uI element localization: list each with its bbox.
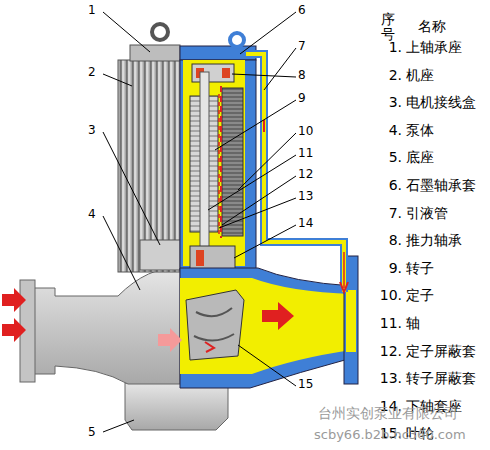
- callout-number: 1: [88, 4, 96, 17]
- callout-number: 5: [88, 426, 96, 439]
- part-number: 9.: [389, 261, 402, 276]
- callout-number: 2: [88, 66, 96, 79]
- table-header: 名称: [418, 19, 446, 34]
- callout-number: 4: [88, 208, 96, 221]
- callout-number: 12: [298, 168, 313, 181]
- part-name: 机座: [406, 68, 434, 83]
- part-number: 10.: [380, 288, 402, 303]
- part-number: 12.: [380, 344, 402, 359]
- part-name: 定子屏蔽套: [406, 344, 476, 359]
- callout-number: 15: [298, 378, 313, 391]
- part-number: 6.: [389, 178, 402, 193]
- part-number: 3.: [389, 95, 402, 110]
- callout-number: 8: [298, 69, 306, 82]
- part-number: 7.: [389, 206, 402, 221]
- callout-number: 10: [298, 125, 313, 138]
- part-number: 8.: [389, 233, 402, 248]
- callout-number: 7: [298, 40, 306, 53]
- watermark: scby66.b2b.hc360.com: [314, 428, 466, 442]
- part-name: 推力轴承: [406, 233, 462, 248]
- part-number: 5.: [389, 150, 402, 165]
- part-name: 电机接线盒: [406, 95, 476, 110]
- part-name: 石墨轴承套: [406, 178, 476, 193]
- callout-number: 6: [298, 4, 306, 17]
- part-number: 2.: [389, 68, 402, 83]
- part-name: 底座: [406, 150, 434, 165]
- part-name: 泵体: [406, 123, 434, 138]
- part-number: 11.: [380, 316, 402, 331]
- part-name: 轴: [406, 316, 420, 331]
- callout-number: 14: [298, 217, 313, 230]
- part-name: 引液管: [406, 206, 448, 221]
- callout-number: 13: [298, 190, 313, 203]
- table-header: 序号: [381, 12, 395, 43]
- part-number: 4.: [389, 123, 402, 138]
- part-name: 转子: [406, 261, 434, 276]
- watermark: 台州实创泵业有限公司: [318, 406, 458, 421]
- callout-number: 11: [298, 147, 313, 160]
- part-number: 1.: [389, 40, 402, 55]
- callout-number: 9: [298, 92, 306, 105]
- part-name: 定子: [406, 288, 434, 303]
- part-number: 13.: [380, 371, 402, 386]
- part-name: 转子屏蔽套: [406, 371, 476, 386]
- callout-number: 3: [88, 124, 96, 137]
- part-name: 上轴承座: [406, 40, 462, 55]
